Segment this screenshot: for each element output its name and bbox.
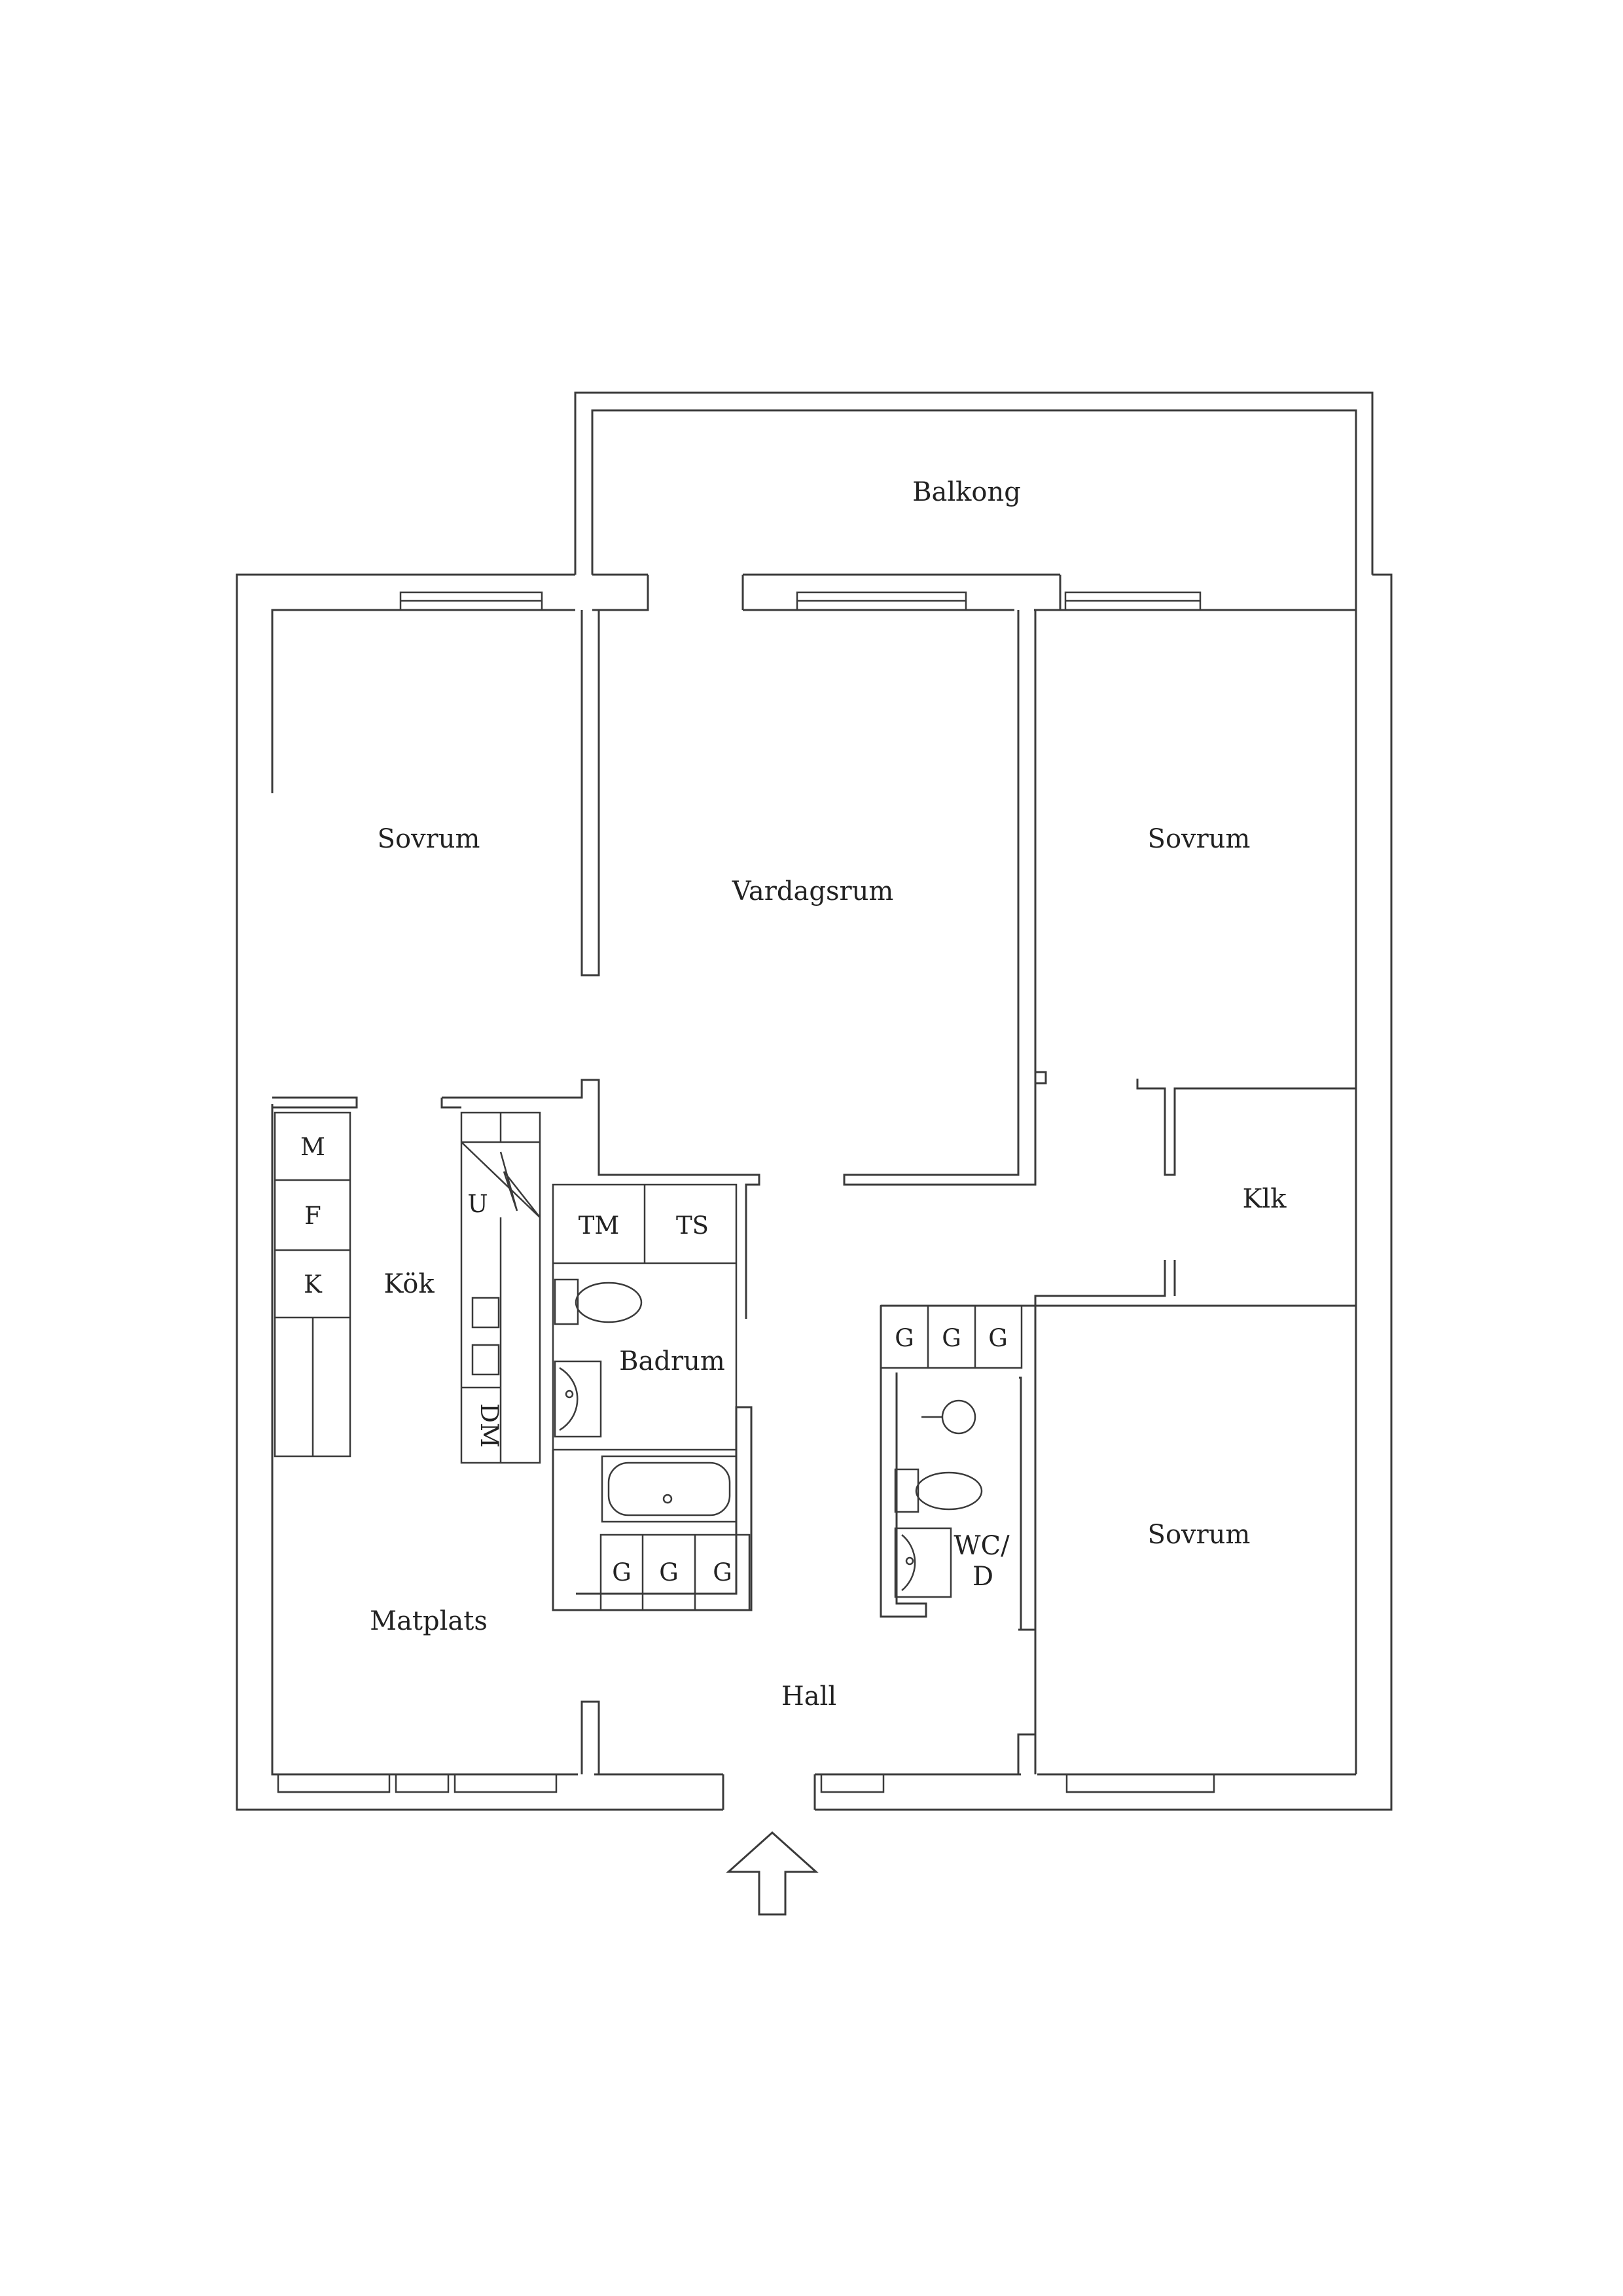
wardrobe-label: G bbox=[988, 1324, 1008, 1352]
windows bbox=[277, 591, 1215, 1793]
wardrobe-label: G bbox=[612, 1558, 632, 1587]
unit-label-tm: TM bbox=[579, 1211, 620, 1240]
wardrobe-row-hall bbox=[880, 1304, 1023, 1369]
wardrobe-label: G bbox=[659, 1558, 679, 1587]
sink-icon bbox=[554, 1360, 602, 1438]
room-label-badrum: Badrum bbox=[619, 1346, 725, 1376]
room-label-wc-line2: D bbox=[972, 1562, 993, 1592]
room-label-balkong: Balkong bbox=[912, 477, 1021, 507]
wc-sink-icon bbox=[921, 1399, 976, 1435]
kitchen-cabinets bbox=[274, 1111, 351, 1458]
room-label-vardagsrum: Vardagsrum bbox=[732, 876, 894, 906]
toilet-icon bbox=[554, 1278, 643, 1325]
room-label-kok: Kök bbox=[383, 1269, 435, 1299]
bath-fixtures bbox=[552, 1183, 738, 1523]
unit-label-u: U bbox=[467, 1190, 488, 1218]
balcony-outline bbox=[574, 391, 1374, 575]
room-label-klk: Klk bbox=[1243, 1184, 1287, 1214]
unit-label-f: F bbox=[304, 1202, 321, 1230]
wardrobe-label: G bbox=[895, 1324, 914, 1352]
room-label-sovrum-ne: Sovrum bbox=[1148, 824, 1251, 854]
room-label-hall: Hall bbox=[781, 1681, 836, 1712]
kitchen-counter bbox=[460, 1111, 541, 1464]
bathtub-icon bbox=[601, 1455, 738, 1523]
entrance-arrow-icon bbox=[726, 1831, 819, 1916]
room-label-sovrum-se: Sovrum bbox=[1148, 1520, 1251, 1550]
wc-toilet-icon bbox=[894, 1468, 983, 1513]
interior-walls bbox=[272, 610, 1356, 1774]
room-label-sovrum-nw: Sovrum bbox=[378, 824, 480, 854]
room-label-wc-line1: WC/ bbox=[954, 1531, 1010, 1561]
wardrobe-row-bath bbox=[599, 1534, 751, 1611]
unit-label-m: M bbox=[300, 1133, 325, 1161]
wardrobe-label: G bbox=[713, 1558, 732, 1587]
wc-basin-icon bbox=[894, 1527, 952, 1598]
stove-icon bbox=[461, 1141, 541, 1218]
unit-label-ts: TS bbox=[676, 1211, 709, 1240]
unit-label-dm: DM bbox=[475, 1403, 503, 1448]
unit-label-k: K bbox=[304, 1270, 323, 1299]
room-label-matplats: Matplats bbox=[370, 1606, 488, 1636]
wc-fixtures bbox=[894, 1399, 983, 1598]
wardrobe-label: G bbox=[942, 1324, 961, 1352]
